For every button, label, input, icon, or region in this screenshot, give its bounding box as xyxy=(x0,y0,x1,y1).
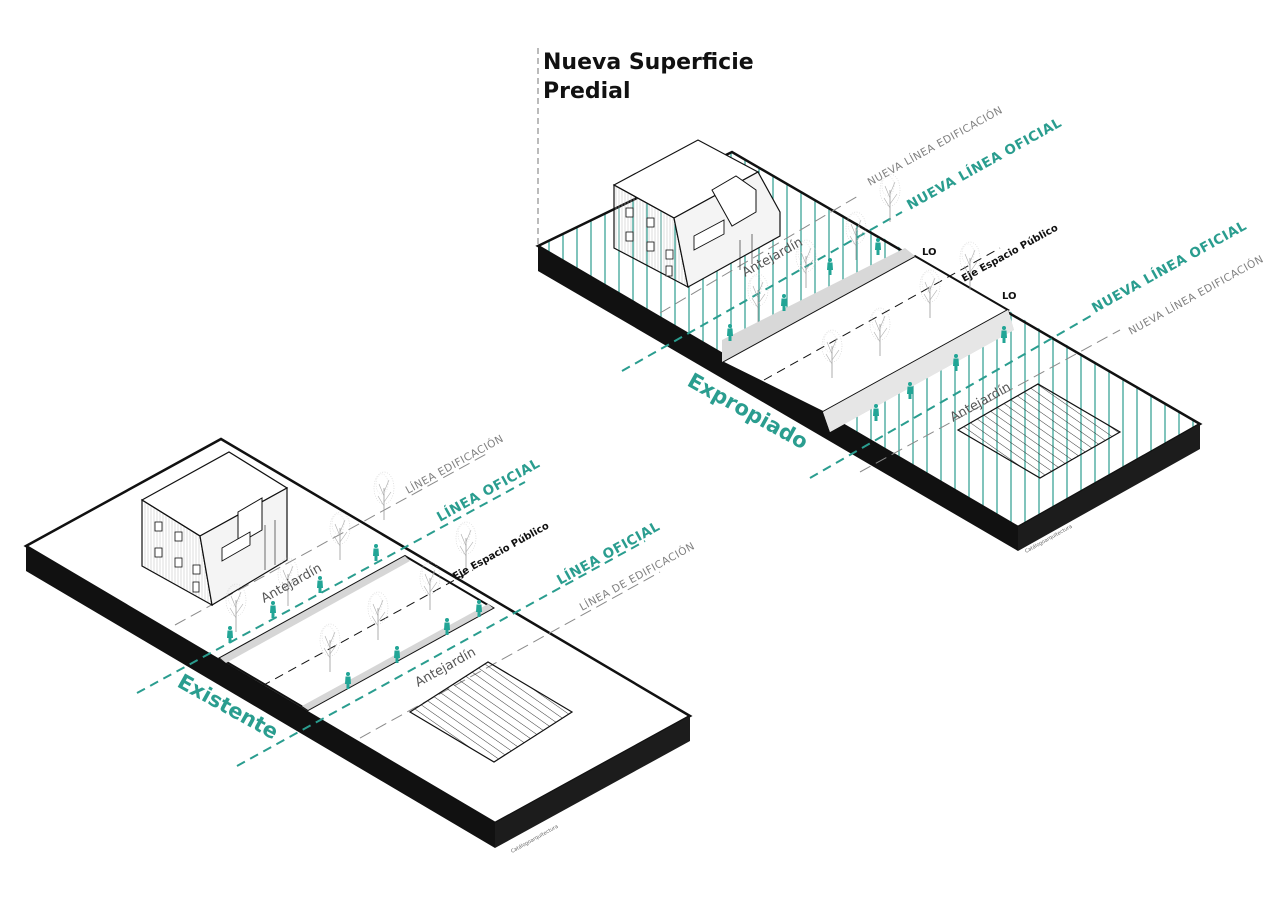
page-title-line1: Nueva Superficie xyxy=(543,50,754,75)
existente-sidewalk-left xyxy=(220,556,410,663)
expropiado-nueva-linea-edificacion-bottom-label: NUEVA LÍNEA EDIFICACIÓN xyxy=(1126,252,1266,337)
existente-block: LÍNEA EDIFICACIÓN LÍNEA OFICIAL Eje Espa… xyxy=(23,432,697,855)
page-title: Nueva Superficie Predial xyxy=(543,50,754,104)
expropiado-sidewalk-right-plain xyxy=(823,310,1014,432)
expropiado-eje-line xyxy=(763,247,1001,381)
existente-side-right xyxy=(495,716,690,848)
expropiado-nueva-linea-oficial-top-line xyxy=(621,211,903,372)
expropiado-nueva-linea-oficial-top-label: NUEVA LÍNEA OFICIAL xyxy=(904,114,1065,214)
expropiado-lo-bottom-label: LO xyxy=(1002,291,1017,302)
existente-linea-oficial-top-line xyxy=(136,481,526,694)
expropiado-nueva-linea-oficial-bottom-label: NUEVA LÍNEA OFICIAL xyxy=(1089,217,1250,317)
page-title-line2: Predial xyxy=(543,79,631,104)
expropiado-side-right xyxy=(1018,424,1200,551)
expropiado-garden-hatch xyxy=(956,383,1122,479)
existente-linea-oficial-bottom-line xyxy=(236,540,646,767)
existente-linea-edificacion-bottom-label: LÍNEA DE EDIFICACIÓN xyxy=(577,539,697,613)
existente-garden-hatch xyxy=(408,661,574,763)
existente-side-left xyxy=(26,546,495,848)
expropiado-nueva-linea-edificacion-bottom-line xyxy=(859,329,1121,473)
expropiado-building xyxy=(612,139,781,289)
existente-building xyxy=(140,451,289,607)
expropiado-side-left xyxy=(538,246,1018,551)
expropiado-sidewalk-left xyxy=(722,248,915,362)
expropiado-lo-top-label: LO xyxy=(922,247,937,258)
expropiado-nueva-linea-oficial-bottom-line xyxy=(809,313,1095,479)
expropiado-block: NUEVA LÍNEA EDIFICACIÓN NUEVA LÍNEA OFIC… xyxy=(535,48,1266,555)
existente-linea-edificacion-bottom-line xyxy=(359,571,661,739)
expropiado-nueva-linea-edificacion-top-line xyxy=(659,195,859,314)
existente-eje-line xyxy=(261,569,474,687)
expropiado-nueva-linea-edificacion-top-label: NUEVA LÍNEA EDIFICACIÓN xyxy=(865,103,1005,188)
expropiado-eje-label: Eje Espacio Público xyxy=(960,222,1061,285)
